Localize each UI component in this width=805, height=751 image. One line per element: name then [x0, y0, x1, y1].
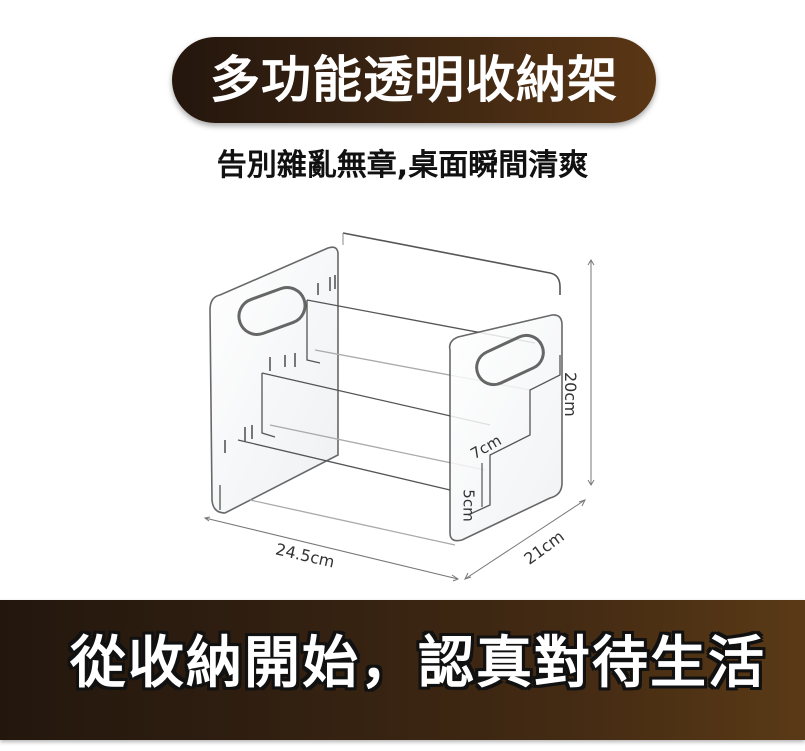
slogan-text: 從收納開始，認真對待生活 [70, 631, 766, 696]
organizer-illustration-icon [203, 232, 595, 582]
subtitle: 告別雜亂無章,桌面瞬間清爽 [216, 148, 589, 183]
product-image [200, 215, 620, 585]
page-title: 多功能透明收納架 [210, 51, 618, 109]
bottom-tier-height-label: 5cm [459, 489, 478, 522]
slogan-banner: 從收納開始，認真對待生活 [0, 600, 805, 740]
height-dimension-label: 20cm [561, 372, 580, 417]
title-banner: 多功能透明收納架 [172, 37, 656, 123]
